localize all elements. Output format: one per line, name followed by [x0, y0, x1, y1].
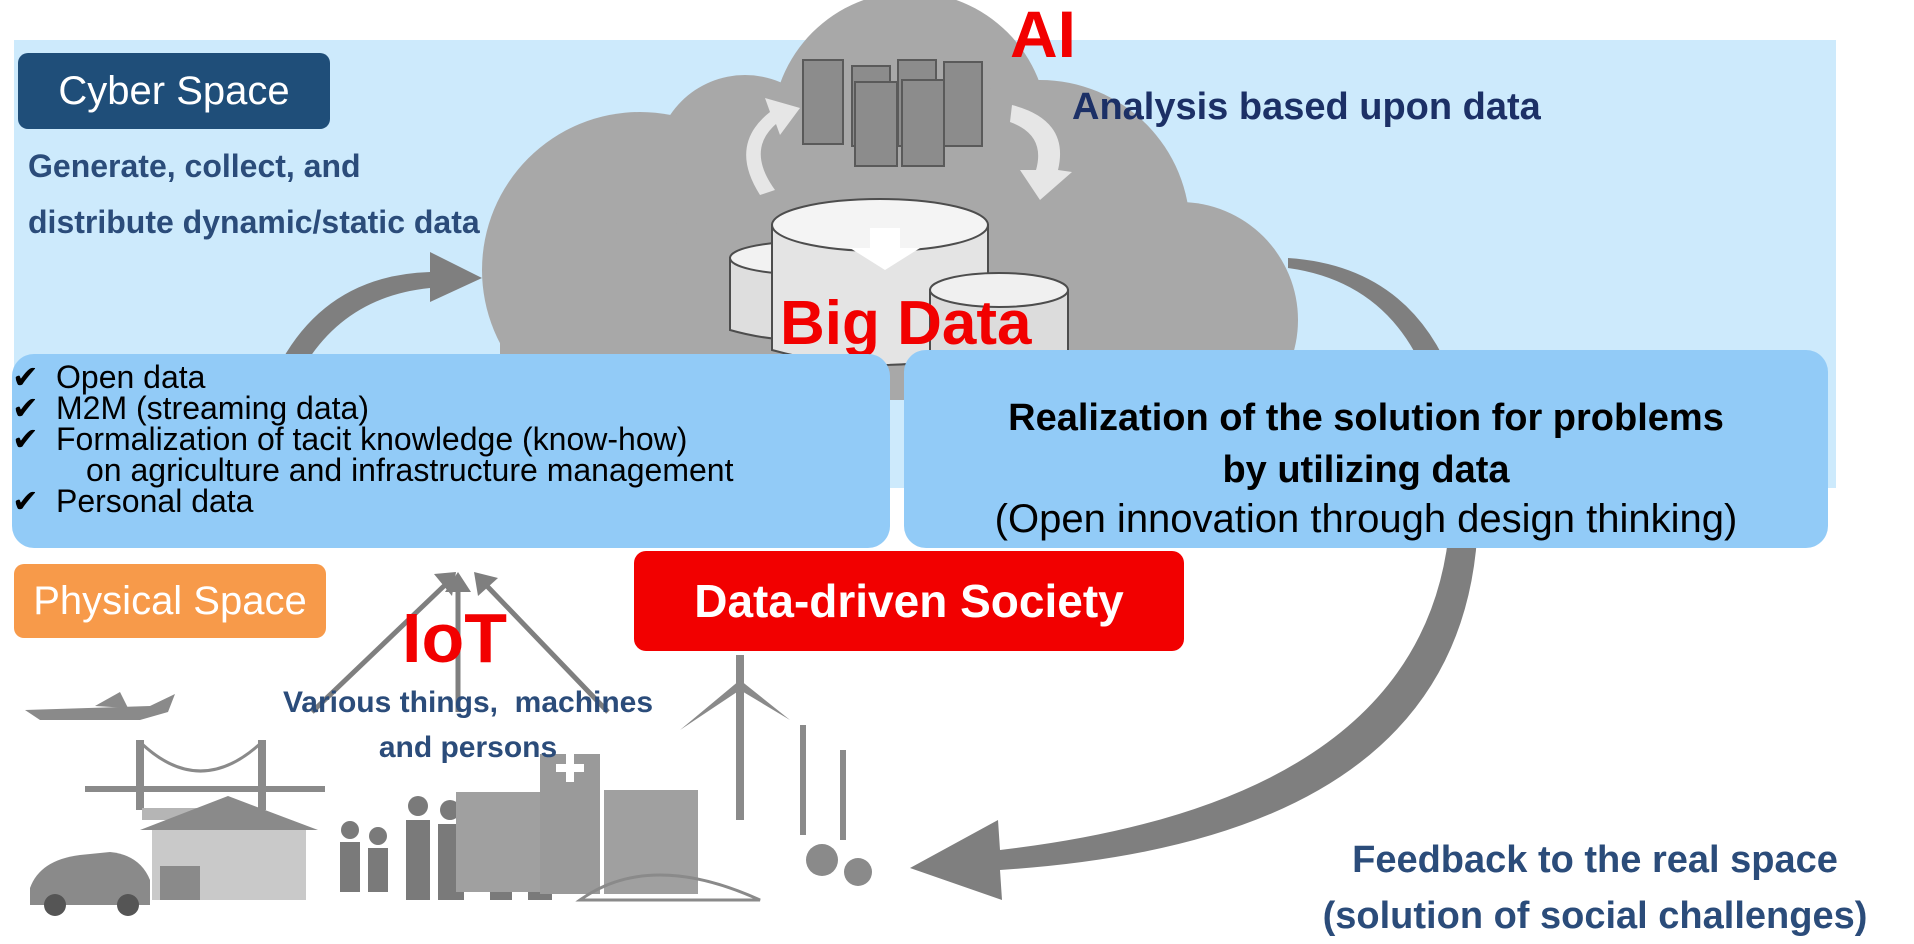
data-source-text: M2M (streaming data): [56, 390, 369, 426]
cyber-space-description: Generate, collect, and distribute dynami…: [28, 138, 588, 250]
cyber-space-label: Cyber Space: [18, 53, 330, 129]
solution-panel: [904, 350, 1828, 548]
check-icon: ✔: [12, 483, 39, 519]
iot-up-arrows: [310, 572, 610, 714]
server-racks: [802, 59, 983, 167]
iot-desc-line1: Various things, machines: [282, 686, 654, 719]
big-data-title: Big Data: [780, 289, 1032, 358]
iot-desc-line2: and persons: [378, 731, 558, 764]
upload-arrow: [282, 252, 482, 360]
city-illustration: [25, 655, 872, 916]
refresh-arrow-left: [746, 98, 800, 195]
cyber-desc-line1: Generate, collect, and: [28, 148, 361, 184]
data-source-text: Formalization of tacit knowledge (know-h…: [56, 421, 688, 457]
solution-title-line2: by utilizing data: [1222, 449, 1510, 491]
cyber-desc-line2: distribute dynamic/static data: [28, 204, 480, 240]
check-icon: ✔: [12, 421, 39, 457]
data-source-item: ✔ M2M (streaming data): [12, 390, 872, 426]
data-source-text: Personal data: [56, 483, 254, 519]
solution-title-line1: Realization of the solution for problems: [1008, 397, 1724, 439]
ai-title: AI: [1010, 0, 1076, 71]
feedback-arrow: [910, 258, 1478, 900]
feedback-line1: Feedback to the real space: [1352, 839, 1838, 881]
data-sources-panel: [12, 354, 890, 548]
feedback-text: Feedback to the real space (solution of …: [1280, 832, 1910, 944]
data-source-continuation: on agriculture and infrastructure manage…: [86, 452, 734, 488]
solution-title: Realization of the solution for problems…: [904, 392, 1828, 496]
data-source-item: ✔ Formalization of tacit knowledge (know…: [12, 421, 872, 488]
feedback-line2: (solution of social challenges): [1322, 895, 1868, 937]
data-sources-list: ✔ Open data ✔ M2M (streaming data) ✔ For…: [12, 359, 872, 519]
data-source-text: Open data: [56, 359, 206, 395]
iot-title: IoT: [402, 599, 507, 677]
down-arrow-into-db: [850, 228, 920, 270]
data-source-item: ✔ Personal data: [12, 483, 872, 519]
data-driven-society-label: Data-driven Society: [634, 551, 1184, 651]
check-icon: ✔: [12, 359, 39, 395]
ai-description: Analysis based upon data: [1072, 86, 1541, 128]
refresh-arrow-right: [1010, 105, 1072, 200]
physical-space-label: Physical Space: [14, 564, 326, 638]
solution-subtitle: (Open innovation through design thinking…: [994, 497, 1738, 541]
data-source-item: ✔ Open data: [12, 359, 872, 395]
iot-description: Various things, machines and persons: [258, 680, 678, 770]
check-icon: ✔: [12, 390, 39, 426]
